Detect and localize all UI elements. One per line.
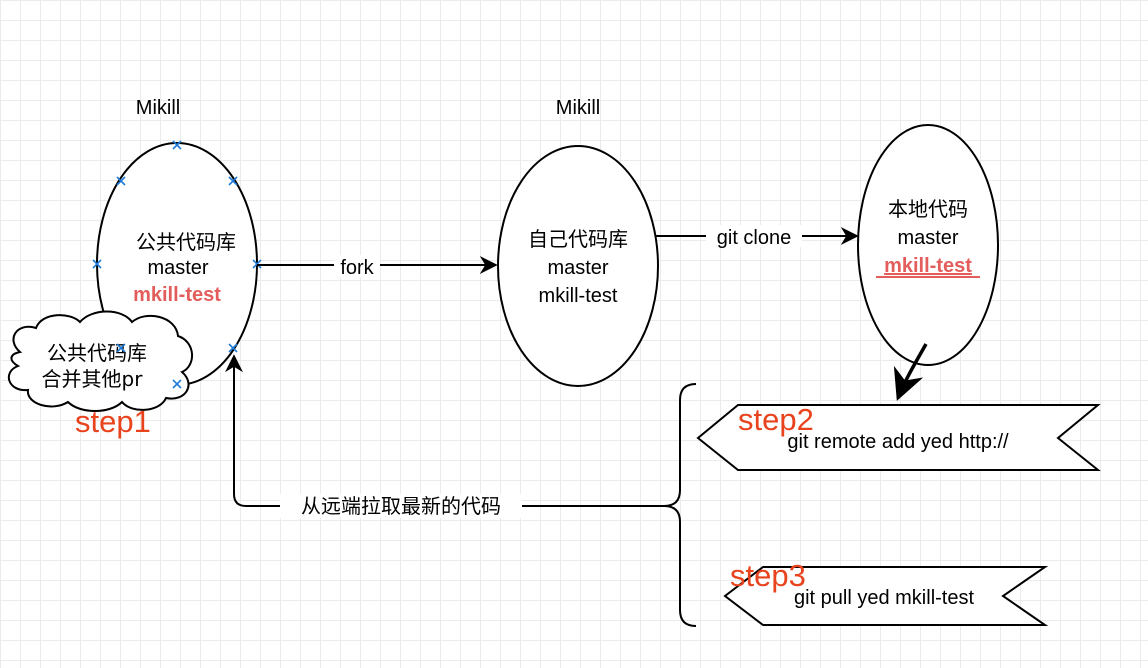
own-repo-owner-label: Mikill [556,97,600,119]
local-to-remote-arrow[interactable] [893,343,928,401]
selection-handle-bottom-right[interactable] [228,343,238,353]
fetch-latest-label-bg [280,494,522,518]
pull-banner[interactable] [723,566,1049,626]
remote-add-banner-text: git remote add yed http:// [787,431,1009,453]
selection-handle-top[interactable] [172,140,182,150]
fork-edge-label: fork [340,257,374,279]
group-brace [663,383,697,627]
public-repo-title: 公共代码库 [136,230,236,254]
public-repo-branch-master: master [147,257,208,279]
clone-edge-label-bg [706,225,802,247]
cloud-note-line2: 合并其他pr [42,367,144,391]
local-repo-ellipse[interactable] [857,124,999,366]
selection-handle-bottom-left-overlay[interactable] [116,343,126,353]
selection-handle-bottom-overlay[interactable] [172,379,182,389]
fetch-latest-label: 从远端拉取最新的代码 [301,494,501,518]
public-repo-owner-label: Mikill [136,97,180,119]
public-repo-branch-feature: mkill-test [133,284,221,306]
own-repo-title: 自己代码库 [528,227,628,251]
cloud-note-line1: 公共代码库 [47,341,147,365]
local-repo-branch-master: master [897,227,958,249]
fork-edge-label-bg [334,255,380,277]
remote-add-banner[interactable] [696,404,1101,471]
step2-label: step2 [738,402,814,437]
selection-handle-top-left[interactable] [116,176,126,186]
own-repo-branch-master: master [547,257,608,279]
local-repo-branch-feature: mkill-test [884,255,972,277]
fetch-latest-edge[interactable] [225,354,664,507]
selection-handle-left[interactable] [92,259,102,269]
step3-label: step3 [730,558,806,593]
clone-edge-label: git clone [717,227,792,249]
local-repo-title: 本地代码 [888,197,968,221]
pull-banner-text: git pull yed mkill-test [794,587,975,609]
selection-handle-top-right[interactable] [228,176,238,186]
own-repo-ellipse[interactable] [497,145,659,387]
cloud-note-shape[interactable] [7,310,193,412]
step1-label: step1 [75,404,151,439]
own-repo-branch-feature: mkill-test [539,285,618,307]
